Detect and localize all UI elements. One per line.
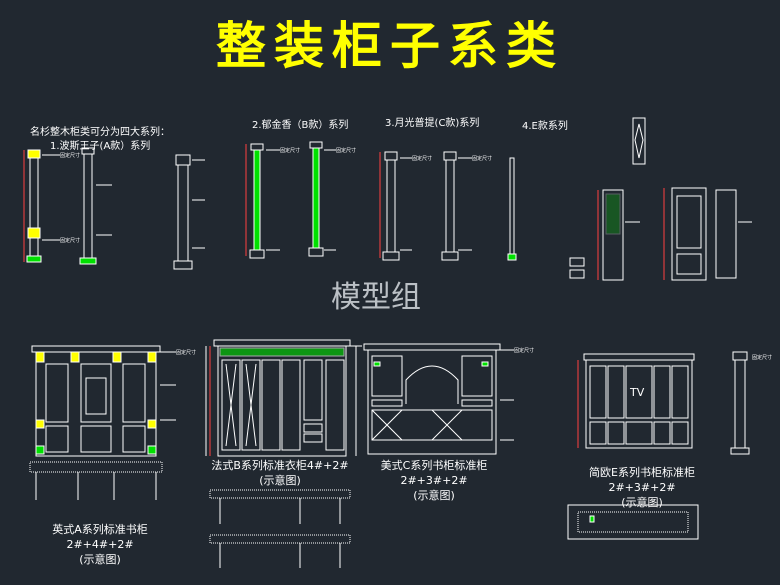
column-a2 — [79, 147, 112, 265]
door-panel-small — [632, 117, 646, 165]
series-b-label: 2.郁金香（B款）系列 — [252, 120, 349, 131]
cabinet-b — [205, 339, 362, 568]
caption-b-line1: 法式B系列标准衣柜4#+2# — [211, 459, 349, 472]
dim-label-8: 固定尺寸 — [514, 348, 535, 354]
side-detail-drawings — [569, 187, 752, 281]
dim-label-3: 固定尺寸 — [280, 148, 301, 154]
caption-a-line1: 英式A系列标准书柜2#+4#+2# — [52, 523, 148, 551]
caption-c-line2: (示意图) — [413, 489, 455, 502]
tv-label: TV — [630, 386, 645, 399]
caption-e-line1: 简欧E系列书柜标准柜2#+3#+2# — [589, 466, 695, 494]
caption-a-line2: (示意图) — [79, 553, 121, 566]
column-a1 — [26, 149, 60, 263]
series-e-label: 4.E款系列 — [522, 121, 568, 132]
watermark: 模型组 — [331, 280, 421, 315]
page-title: 整装柜子系类 — [216, 17, 564, 75]
dim-label-9: 固定尺寸 — [752, 355, 773, 361]
dim-label-7: 固定尺寸 — [176, 350, 197, 356]
column-c1 — [382, 151, 412, 261]
caption-cabinet-a: 英式A系列标准书柜2#+4#+2# (示意图) — [20, 522, 180, 567]
dim-label-5: 固定尺寸 — [412, 156, 433, 162]
series-c-label: 3.月光普提(C款)系列 — [385, 118, 480, 129]
caption-cabinet-e: 简欧E系列书柜标准柜2#+3#+2# (示意图) — [562, 465, 722, 510]
column-c2 — [441, 151, 472, 261]
dimension-lines — [23, 144, 665, 456]
caption-b-line2: (示意图) — [259, 474, 301, 487]
caption-e-line2: (示意图) — [621, 496, 663, 509]
caption-cabinet-c: 美式C系列书柜标准柜2#+3#+2# (示意图) — [354, 458, 514, 503]
column-b2 — [308, 141, 336, 257]
cabinet-e — [567, 351, 750, 540]
dim-label-4: 固定尺寸 — [336, 148, 357, 154]
cabinet-a — [29, 345, 176, 500]
caption-cabinet-b: 法式B系列标准衣柜4#+2# (示意图) — [205, 458, 355, 488]
intro-text: 名杉整木柜类可分为四大系列： — [30, 127, 170, 138]
cabinet-c — [363, 343, 514, 455]
dim-label-6: 固定尺寸 — [472, 156, 493, 162]
column-a3 — [173, 154, 205, 270]
column-e — [507, 157, 517, 261]
caption-c-line1: 美式C系列书柜标准柜2#+3#+2# — [380, 459, 488, 487]
dim-label-2: 固定尺寸 — [60, 238, 81, 244]
column-b1 — [249, 143, 280, 259]
series-a-label: 1.波斯王子(A款）系列 — [50, 141, 151, 152]
dim-label-1: 固定尺寸 — [60, 153, 81, 159]
